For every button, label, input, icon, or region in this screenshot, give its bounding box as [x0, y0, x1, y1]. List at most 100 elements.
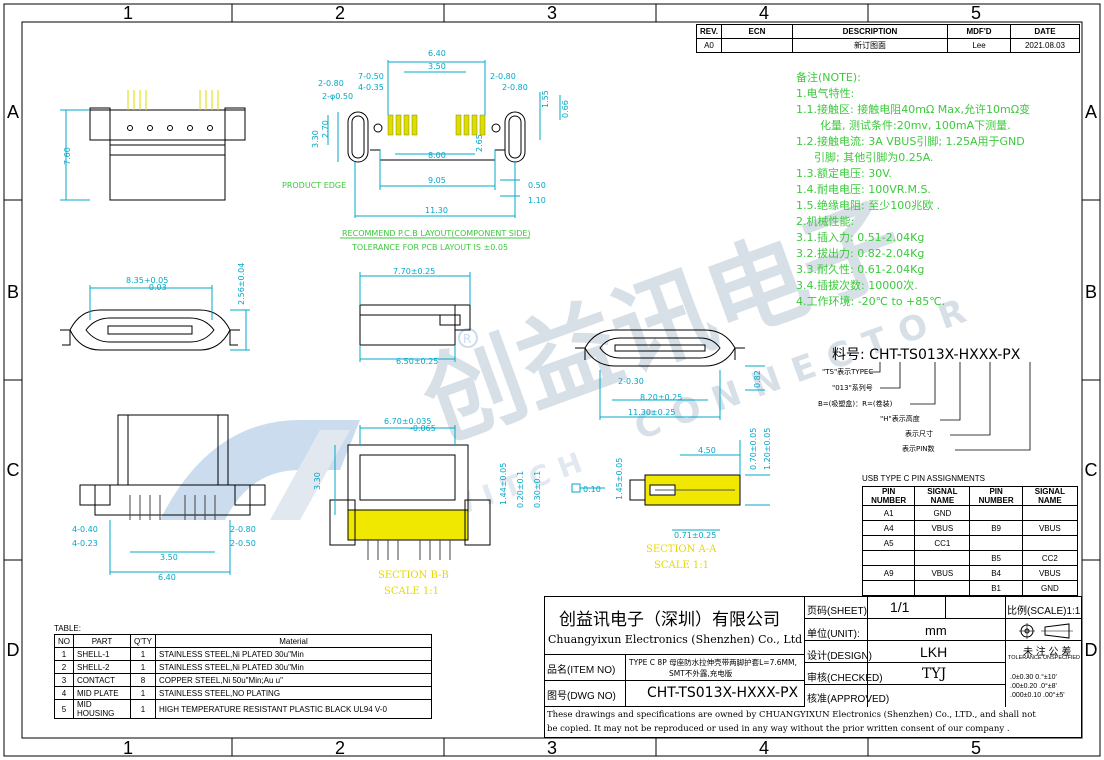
dim-650: 6.50±0.25: [396, 357, 438, 366]
dim-820: 8.20±0.25: [640, 393, 682, 402]
grid-col-4-top: 4: [759, 3, 769, 23]
dim-082: 0.82: [753, 370, 762, 388]
tolerance-title: 未 注 公 差: [1023, 647, 1072, 658]
dim-2-050b: 2-0.50: [230, 539, 256, 548]
dim-071: 0.71±0.25: [674, 531, 716, 540]
label-section-aa-scale: SCALE 1:1: [654, 560, 709, 571]
pn-legend-series: "013"系列号: [832, 384, 873, 392]
dim-265: 2.65: [475, 134, 484, 152]
note-line: 4.工作环境: -20℃ to +85℃.: [796, 295, 946, 308]
part-number-leaders: [870, 362, 1031, 451]
part-number-value: CHT-TS013X-HXXX-PX: [869, 347, 1021, 363]
note-line: 引脚; 其他引脚为0.25A.: [814, 151, 934, 164]
dim-2-080a: 2-0.80: [318, 79, 344, 88]
label-section-bb-scale: SCALE 1:1: [384, 586, 439, 597]
dim-020: 0.20±0.1: [516, 471, 525, 508]
rev-header-ecn: ECN: [721, 24, 793, 39]
dim-010: 0.10: [583, 485, 601, 494]
rev-header-mdfd: MDF'D: [947, 24, 1011, 39]
rev-value-date: 2021.08.03: [1010, 38, 1080, 53]
svg-text:R: R: [463, 332, 471, 346]
rev-value-rev: A0: [696, 38, 722, 53]
note-line: 化量, 测试条件:20mv, 100mA下测量.: [820, 119, 1011, 132]
grid-col-4-bottom: 4: [759, 738, 769, 758]
dim-120: 1.20±0.05: [763, 428, 772, 470]
dim-1130b: 11.30±0.25: [628, 408, 675, 417]
dim-1130: 11.30: [425, 206, 448, 215]
note-line: 3.3.耐久性: 0.61-2.04Kg: [796, 263, 925, 276]
label-pcb-title: RECOMMEND P.C.B LAYOUT(COMPONENT SIDE): [342, 229, 531, 238]
item-value-2: SMT不外露,充电版: [669, 669, 733, 678]
dim-330b: 3.30: [313, 472, 322, 490]
note-line: 1.2.接触电流: 3A VBUS引脚; 1.25A用于GND: [796, 135, 1025, 148]
dwg-label: 图号(DWG NO): [547, 691, 616, 702]
checked-label: 审核(CHECKED): [807, 673, 883, 684]
dim-835b: -0.03: [146, 283, 167, 292]
dim-4-035: 4-0.35: [358, 83, 384, 92]
grid-row-c-right: C: [1085, 460, 1098, 480]
grid-col-2-top: 2: [335, 3, 345, 23]
dim-050: 0.50: [528, 181, 546, 190]
company-name-en: Chuangyixun Electronics (Shenzhen) Co., …: [548, 633, 803, 646]
note-line: 1.4.耐电电压: 100VR.M.S.: [796, 183, 931, 196]
label-section-aa: SECTION A-A: [646, 544, 717, 555]
dim-2-080b: 2-0.80: [490, 72, 516, 81]
view-section-bb: [329, 425, 491, 560]
sheet-label: 页码(SHEET): [807, 606, 867, 617]
note-line: 3.1.插入力: 0.51-2.04Kg: [796, 231, 925, 244]
dim-350: 3.50: [428, 62, 446, 71]
dim-450: 4.50: [698, 446, 716, 455]
dim-270: 2.70: [321, 120, 330, 138]
company-name-cn: 创益讯电子（深圳）有限公司: [559, 610, 780, 630]
pin-assignments-table: PIN NUMBER SIGNAL NAME PIN NUMBER SIGNAL…: [861, 486, 1079, 596]
label-pcb-tolerance: TOLERANCE FOR PCB LAYOUT IS ±0.05: [351, 243, 508, 252]
rev-header-description: DESCRIPTION: [792, 24, 948, 39]
design-value: LKH: [920, 644, 948, 660]
dim-144: 1.44±0.05: [499, 463, 508, 505]
grid-col-1-top: 1: [123, 3, 133, 23]
dim-4-040: 4-0.40: [72, 525, 98, 534]
rev-value-ecn: [721, 38, 793, 53]
dim-030: 0.30±0.1: [533, 471, 542, 508]
grid-row-c-left: C: [7, 460, 20, 480]
note-line: 备注(NOTE):: [796, 71, 861, 84]
item-label: 品名(ITEM NO): [547, 665, 616, 676]
materials-title: TABLE:: [54, 624, 81, 633]
unit-label: 单位(UNIT):: [807, 629, 860, 640]
pn-legend-size: 表示尺寸: [905, 430, 933, 438]
view-section-aa: [580, 440, 770, 531]
revision-table: REV. ECN DESCRIPTION MDF'D DATE A0 新订图面 …: [696, 24, 1080, 53]
dim-145: 1.45±0.05: [615, 458, 624, 500]
dim-670: 6.70±0.035: [384, 417, 431, 426]
label-section-bb: SECTION B-B: [378, 570, 449, 581]
dim-155: 1.55: [541, 90, 550, 108]
dim-835: 8.35+0.05: [126, 276, 168, 285]
title-block: 创益讯电子（深圳）有限公司 Chuangyixun Electronics (S…: [544, 596, 1082, 738]
design-label: 设计(DESIGN): [807, 651, 872, 662]
note-line: 3.4.插拔次数: 10000次.: [796, 279, 918, 292]
view-bottom: [79, 414, 266, 575]
pin-assignments-title: USB TYPE C PIN ASSIGNMENTS: [862, 474, 985, 483]
view-side: [359, 272, 471, 362]
dim-2-080d: 2-0.80: [230, 525, 256, 534]
pin-header: PIN NUMBER: [969, 486, 1023, 506]
note-line: 2.机械性能:: [796, 215, 855, 228]
note-line: 3.2.拔出力: 0.82-2.04Kg: [796, 247, 925, 260]
view-front-right: [575, 329, 765, 420]
grid-col-5-top: 5: [971, 3, 981, 23]
scale-label: 比例(SCALE)1:1: [1007, 606, 1081, 617]
copyright-line-2: be copied. It may not be reproduced or u…: [547, 724, 1010, 734]
dwg-value: CHT-TS013X-HXXX-PX: [647, 685, 799, 701]
tolerance-line-2: .00±0.20 .0°±8': [1010, 683, 1057, 690]
projection-symbol-icon: [1019, 623, 1073, 639]
